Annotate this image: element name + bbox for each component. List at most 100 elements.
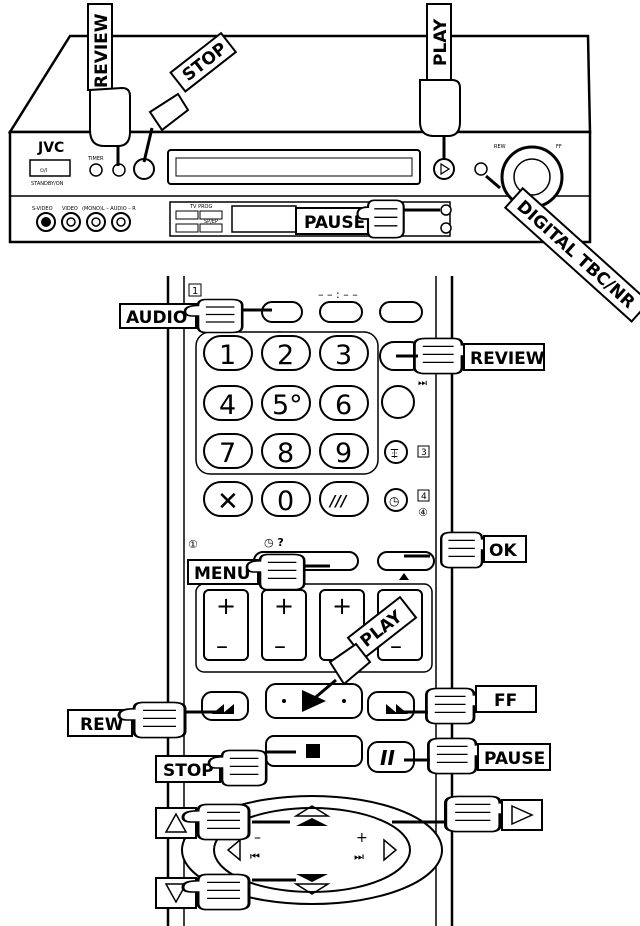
nav-left-icon: [226, 838, 241, 862]
info-key[interactable]: [384, 440, 408, 464]
stop-icon: [306, 744, 320, 758]
nav-down-icon: [293, 883, 331, 895]
svg-text:1: 1: [219, 340, 236, 371]
timer-key[interactable]: [384, 488, 408, 512]
s-video-label: S-VIDEO: [32, 206, 53, 212]
svg-text:+: +: [332, 592, 352, 620]
svg-text:8: 8: [277, 438, 294, 469]
key-3[interactable]: [319, 335, 369, 371]
skip-fwd-nav-icon: ⏭: [354, 850, 364, 863]
cassette-slot: [167, 149, 421, 185]
callout-vcr-pause-text: PAUSE: [304, 213, 365, 233]
svg-text:+: +: [356, 830, 368, 846]
callout-down-arrow-icon: [164, 883, 188, 904]
tvprog-down-button[interactable]: [175, 210, 199, 220]
key-5[interactable]: [261, 385, 311, 421]
callout-vcr-review: REVIEW: [87, 3, 131, 166]
clear-icon: ✕: [217, 487, 239, 517]
callout-audio: AUDIO: [119, 298, 272, 334]
ff-key[interactable]: [367, 691, 415, 721]
standby-sub-button[interactable]: [175, 223, 199, 233]
slash-key[interactable]: [319, 481, 369, 517]
play-icon: [302, 690, 326, 712]
svg-text:④: ④: [418, 506, 428, 519]
key-4[interactable]: [203, 385, 253, 421]
callout-menu-text: MENU: [194, 564, 251, 584]
svg-text:–: –: [274, 632, 286, 660]
round-key[interactable]: [381, 385, 415, 419]
svg-text:–: –: [390, 632, 402, 660]
audio-key[interactable]: [261, 301, 303, 323]
key-9[interactable]: [319, 433, 369, 469]
slash-icon: ///: [328, 492, 348, 510]
timer-button[interactable]: [89, 163, 103, 177]
standby-label: STANDBY/ON: [31, 181, 64, 187]
rocker-1[interactable]: [203, 589, 249, 661]
callout-vcr-review-text: REVIEW: [92, 13, 112, 88]
skip-back-icon: ⏮: [250, 850, 260, 863]
key-0[interactable]: [261, 481, 311, 517]
callout-review-text: REVIEW: [470, 349, 545, 369]
svg-text:6: 6: [335, 390, 352, 421]
top-display: – – : – –: [318, 288, 358, 301]
svg-text:①: ①: [188, 538, 198, 551]
nav-up-icon: [293, 805, 331, 817]
callout-stop: STOP: [155, 749, 296, 787]
callout-vcr-pause: PAUSE: [295, 199, 440, 239]
key-1[interactable]: [203, 335, 253, 371]
sp-ep-label: SP/EP: [204, 219, 218, 225]
callout-number-1: [188, 283, 202, 297]
video-jack: [61, 212, 81, 232]
callout-right-arrow-icon: [511, 804, 534, 826]
rew-key[interactable]: [201, 691, 249, 721]
callout-number-4: [417, 489, 430, 502]
nav-pad[interactable]: [213, 807, 411, 893]
video-label: VIDEO: [62, 206, 78, 212]
key-6[interactable]: [319, 385, 369, 421]
callout-up-arrow-icon: [164, 812, 188, 833]
callout-nav-up: [155, 802, 290, 842]
vcr-pause-button[interactable]: [440, 204, 452, 216]
eject-button[interactable]: [440, 222, 452, 234]
keypad-keys: 1 2 3 4 5° 6 7 8 9 ✕ 0 ///: [203, 335, 369, 517]
skip-fwd-icon: ⏭: [418, 378, 427, 389]
svg-text:1: 1: [192, 286, 198, 297]
clock-icon: ◷: [389, 494, 400, 508]
svg-text:–: –: [216, 632, 228, 660]
top-key-2[interactable]: [319, 301, 363, 323]
menu-arrow-up-icon: [399, 573, 409, 580]
callout-nav-down: [155, 872, 296, 912]
svg-text:9: 9: [335, 438, 352, 469]
key-8[interactable]: [261, 433, 311, 469]
nav-right-icon: [383, 838, 398, 862]
sp-ep-button[interactable]: [199, 223, 223, 233]
nav-down-solid-icon: [296, 874, 328, 882]
menu-key-symbols: ◷ ?: [264, 536, 284, 549]
timer-label: TIMER: [87, 156, 104, 162]
svg-text:–: –: [254, 830, 261, 846]
audio-in-label: (MONO)L – AUDIO – R: [82, 206, 136, 212]
tvprog-up-button[interactable]: [199, 210, 223, 220]
nav-up-solid-icon: [296, 818, 328, 826]
callout-vcr-play: PLAY: [419, 3, 461, 160]
power-button[interactable]: [29, 159, 71, 177]
svg-text:3: 3: [335, 340, 352, 371]
shuttle-ff-label: FF: [556, 144, 562, 150]
callout-pause-text: PAUSE: [484, 749, 545, 769]
vcr-play-button[interactable]: [433, 158, 455, 180]
callout-review: REVIEW: [396, 336, 545, 376]
tvprog-label: TV PROG: [189, 204, 212, 210]
svg-text:+: +: [216, 592, 236, 620]
audio-l-jack: [86, 212, 106, 232]
callout-ff-text: FF: [494, 691, 517, 711]
svg-text:5°: 5°: [272, 390, 303, 421]
pause-key[interactable]: [367, 741, 415, 773]
svg-text:3: 3: [421, 448, 427, 458]
key-2[interactable]: [261, 335, 311, 371]
callout-vcr-play-text: PLAY: [431, 18, 451, 66]
callout-menu: MENU: [187, 553, 330, 591]
key-7[interactable]: [203, 433, 253, 469]
top-key-3[interactable]: [379, 301, 423, 323]
clear-key[interactable]: [203, 481, 253, 517]
vcr-digital-tbc-button[interactable]: [474, 162, 488, 176]
